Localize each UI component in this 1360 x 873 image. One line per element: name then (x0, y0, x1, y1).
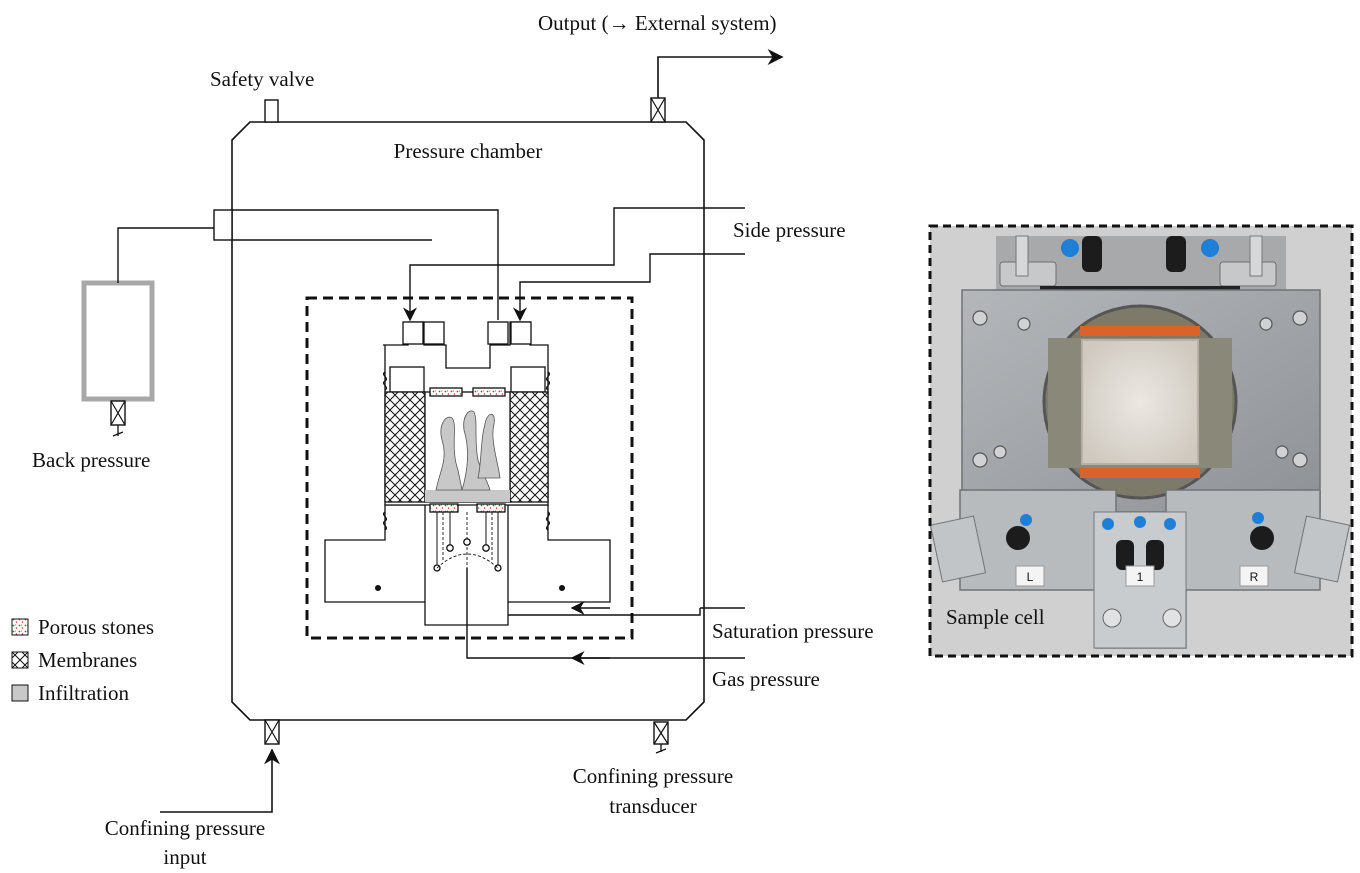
sample-cell-label: Sample cell (946, 605, 1045, 629)
saturation-pressure-line (508, 601, 745, 616)
side-pressure-lines (403, 207, 745, 322)
pressure-chamber-outline (231, 121, 705, 721)
confining-input-label-1: Confining pressure (105, 816, 265, 840)
sample-cell-box (305, 296, 634, 640)
side-pressure-label: Side pressure (733, 218, 846, 242)
svg-text:Membranes: Membranes (38, 648, 137, 672)
cell-cross-section (324, 321, 611, 626)
svg-text:Porous stones: Porous stones (38, 615, 154, 639)
legend-item-porous: Porous stones (11, 615, 154, 639)
output-label: Output (→ External system) (538, 11, 777, 35)
legend: Porous stones Membranes Infiltration (11, 615, 154, 705)
sample-cell-photo-frame (928, 224, 1354, 658)
confining-transducer-label-1: Confining pressure (573, 764, 733, 788)
sample-cell-photo: L 1 R (929, 226, 1352, 656)
confining-transducer-label-2: transducer (609, 794, 696, 818)
photo-tag-right: R (1250, 570, 1259, 584)
gas-pressure-line (466, 568, 745, 665)
safety-valve-label: Safety valve (210, 67, 314, 91)
legend-item-membranes: Membranes (11, 648, 137, 672)
pressure-chamber-label: Pressure chamber (394, 139, 543, 163)
photo-tag-left: L (1027, 570, 1034, 584)
svg-text:Infiltration: Infiltration (38, 681, 129, 705)
back-pressure-vessel (81, 209, 499, 437)
confining-transducer (653, 721, 669, 754)
gas-pressure-label: Gas pressure (712, 667, 820, 691)
safety-valve-nub (264, 99, 279, 123)
legend-item-infiltration: Infiltration (11, 681, 129, 705)
photo-tag-center: 1 (1137, 570, 1144, 584)
output-line (650, 49, 784, 123)
confining-input-label-2: input (163, 845, 206, 869)
saturation-pressure-label: Saturation pressure (712, 619, 874, 643)
back-pressure-label: Back pressure (32, 448, 150, 472)
confining-input-line (160, 719, 280, 813)
